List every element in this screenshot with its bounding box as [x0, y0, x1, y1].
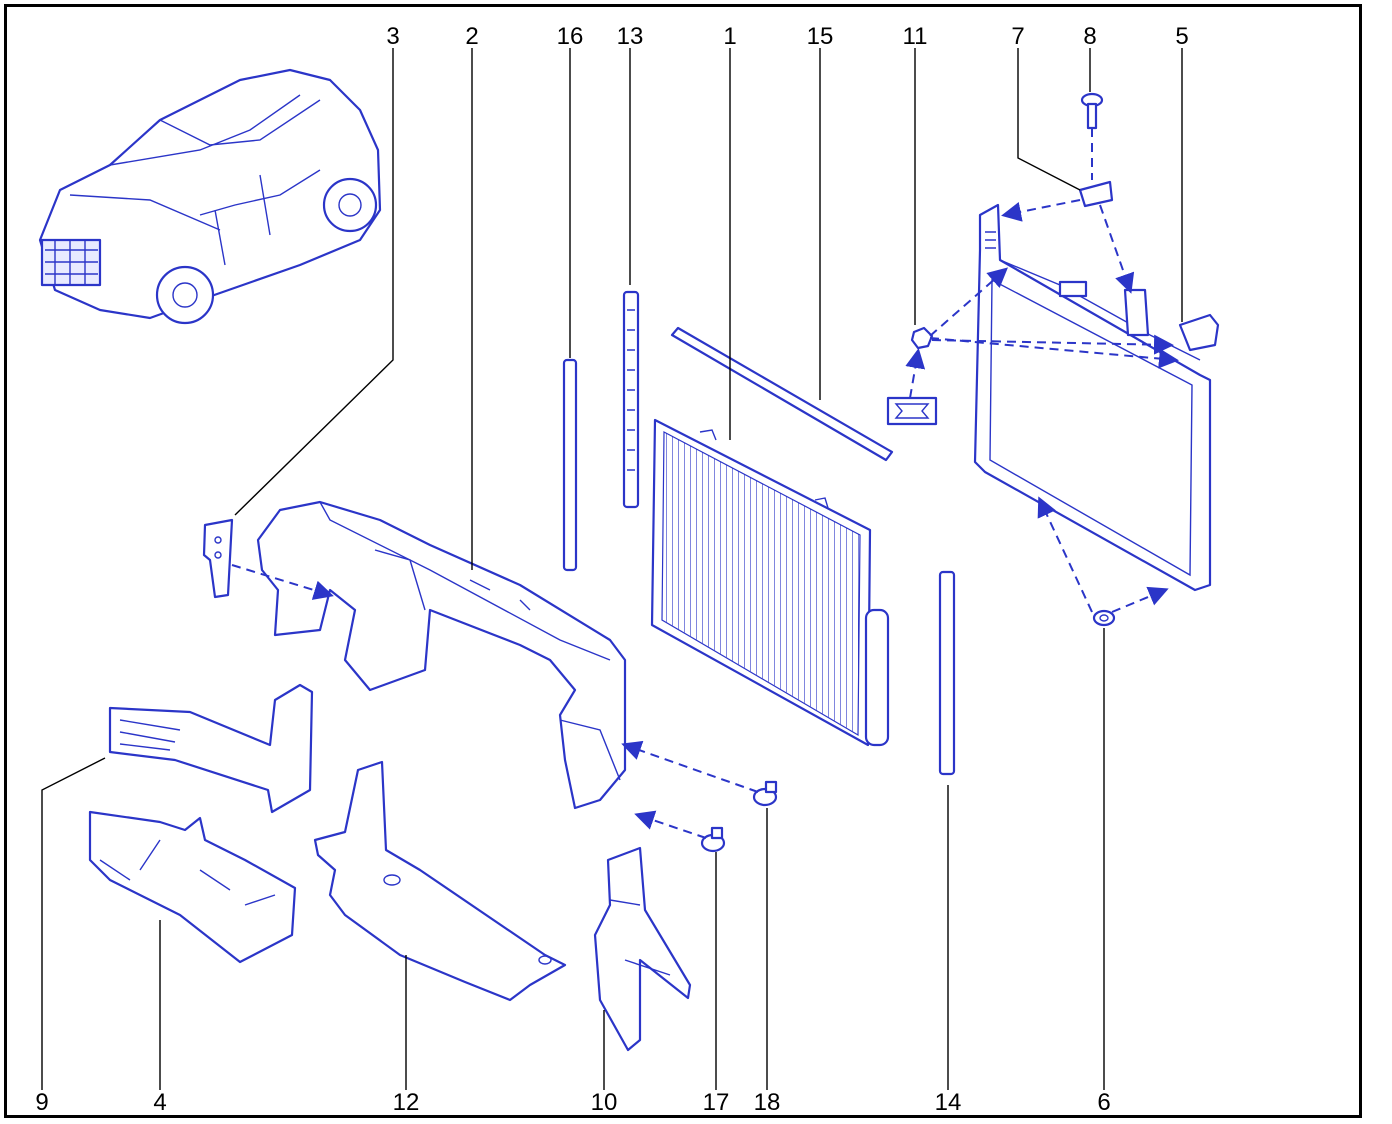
side-deflector-part-10 [593, 846, 692, 1052]
lower-panel-part-12 [313, 760, 567, 1002]
callout-18: 18 [754, 1089, 781, 1116]
screw-part-8 [1080, 92, 1104, 130]
assembly-arrows [231, 128, 1179, 839]
callout-7: 7 [1011, 23, 1024, 50]
diagram-frame [4, 4, 1362, 1118]
callout-10: 10 [591, 1089, 618, 1116]
seal-strip-part-14 [938, 570, 956, 776]
callout-12: 12 [393, 1089, 420, 1116]
callout-14: 14 [935, 1089, 962, 1116]
clip-seal-icon [886, 396, 938, 426]
condenser-part-1 [650, 418, 890, 747]
callout-6: 6 [1097, 1089, 1110, 1116]
suv-vehicle-icon [38, 68, 382, 325]
seal-strip-part-15 [670, 326, 894, 462]
callout-11: 11 [903, 23, 928, 50]
leader-lines [41, 48, 1183, 1090]
callout-16: 16 [557, 23, 584, 50]
callout-15: 15 [807, 23, 834, 50]
callout-1: 1 [723, 23, 736, 50]
callout-3: 3 [386, 23, 399, 50]
callout-17: 17 [703, 1089, 730, 1116]
callout-9: 9 [35, 1089, 48, 1116]
clip-part-7 [1078, 180, 1114, 208]
fastener-part-17 [700, 826, 726, 853]
callout-5: 5 [1175, 23, 1188, 50]
callout-4: 4 [153, 1089, 166, 1116]
fastener-part-18 [752, 780, 778, 807]
air-deflector-part-2 [256, 500, 627, 810]
callout-labels: 3 2 16 13 1 15 11 7 8 5 9 4 12 10 17 18 … [35, 23, 1188, 1116]
seal-strip-part-16 [562, 358, 578, 572]
grommet-part-6 [1092, 609, 1116, 627]
bolt-part-11 [910, 326, 934, 350]
callout-2: 2 [465, 23, 478, 50]
shield-part-4 [88, 810, 297, 964]
callout-8: 8 [1083, 23, 1096, 50]
foam-strip-part-13 [622, 290, 640, 509]
duct-part-9 [108, 683, 314, 814]
bracket-part-3 [202, 518, 234, 599]
radiator-part-5 [973, 203, 1220, 592]
callout-13: 13 [617, 23, 644, 50]
